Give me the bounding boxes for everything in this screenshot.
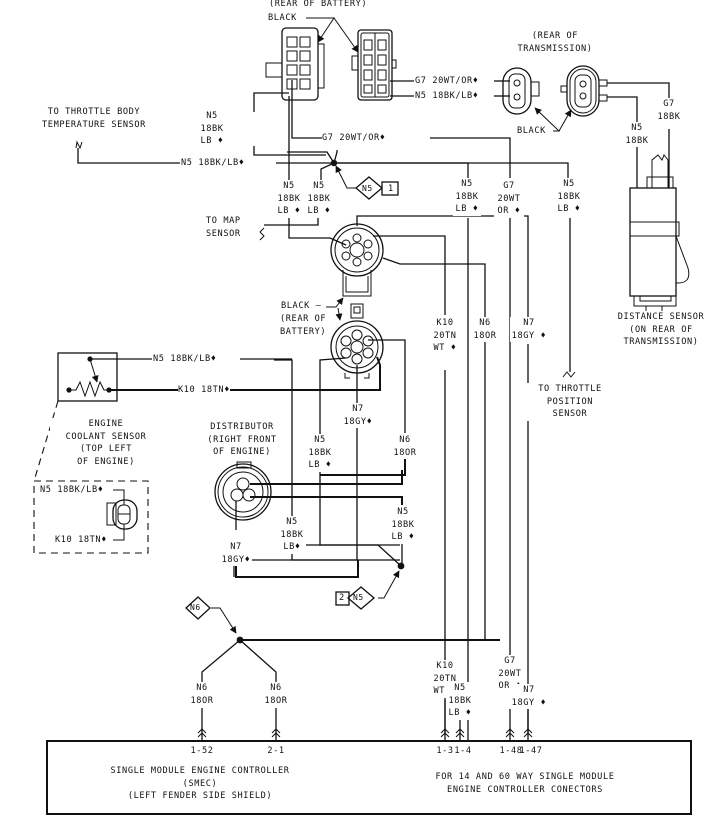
transmission-connector-left (502, 67, 540, 115)
splice-ref-1 (354, 176, 399, 200)
smec-pin: 1-48 (499, 746, 523, 756)
battery-connector-right (351, 29, 397, 101)
pin-arrows (197, 728, 533, 738)
smec-pin: 1-4 (454, 746, 472, 756)
distance-sensor-body (629, 154, 690, 331)
coolant-wire-k10: K10 18TN♦ (178, 384, 230, 397)
battery-wire-g7: G7 20WT/OR♦ (415, 75, 479, 88)
smec-pin: 1-52 (190, 746, 214, 756)
smec-pin: 1-3 (436, 746, 454, 756)
battery-connector-location: (REAR OF BATTERY) (269, 0, 368, 11)
coolant-sensor-symbol (57, 352, 118, 402)
splice2-ref-number: 2 (339, 593, 345, 603)
coolant-detail-n5: N5 18BK/LB♦ (40, 484, 104, 497)
transmission-color: BLACK (517, 125, 546, 138)
battery-wire-n5: N5 18BK/LB♦ (415, 90, 479, 103)
splice1-ref-number: 1 (388, 184, 394, 194)
transmission-connector-right (560, 65, 608, 117)
splice1-wire-g7: G7 20WT/OR♦ (322, 132, 386, 145)
battery-connector-left (265, 27, 325, 101)
splice1-ref-label: N5 (362, 184, 373, 193)
throttle-body-temp-wire: N5 18BK/LB♦ (181, 157, 245, 170)
splice-node-2 (397, 562, 405, 570)
smec-box (46, 740, 692, 815)
splice-ref-n6 (185, 596, 211, 620)
coolant-detail-k10: K10 18TN♦ (55, 534, 107, 547)
splice2-ref-label: N5 (353, 593, 364, 602)
smec-pin: 1-47 (519, 746, 543, 756)
distributor-connector (214, 461, 272, 521)
splice-ref-2 (335, 586, 376, 610)
coolant-detail-box (33, 480, 149, 554)
coolant-wire-n5: N5 18BK/LB♦ (153, 353, 217, 366)
map-connector-color: BLACK — (281, 300, 322, 313)
battery-connector-color: BLACK (268, 13, 297, 23)
smec-title: SINGLE MODULE ENGINE CONTROLLER(SMEC)(LE… (110, 766, 290, 802)
smec-pin: 2-1 (267, 746, 285, 756)
map-connector (330, 223, 384, 297)
splice-n6-ref-label: N6 (190, 603, 201, 612)
coolant-detail-connector (106, 499, 138, 530)
